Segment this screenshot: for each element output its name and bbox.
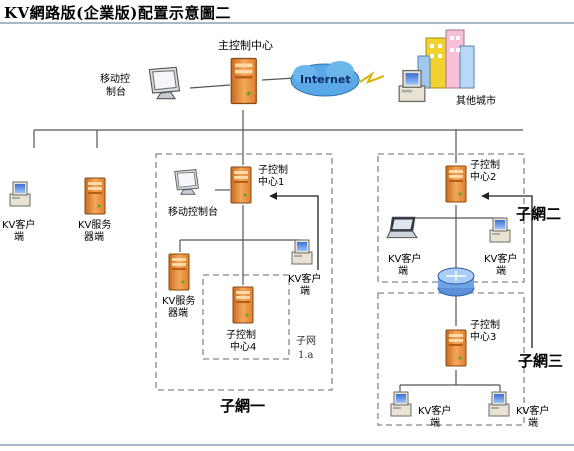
sub1-client-label-1: KV客户 [288, 274, 322, 285]
other-city-client-icon [398, 69, 426, 103]
title-underline [0, 22, 574, 24]
left-server-label-2: 器端 [84, 232, 104, 243]
mobile-console-top-label-2: 制台 [106, 87, 126, 98]
wireless-link-icon [359, 71, 385, 84]
mobile-console-top-icon [148, 66, 181, 100]
sub3-client-b-label-2: 端 [528, 418, 538, 429]
sub3-client-b-label-1: KV客户 [516, 406, 550, 417]
subnet-2-box [377, 153, 525, 283]
subnet-1-box [155, 153, 333, 391]
sub3-client-a-label-1: KV客户 [418, 406, 452, 417]
sub1-center-server-icon [230, 166, 252, 204]
internet-label: Internet [300, 73, 351, 86]
diagram-title: KV網路版(企業版)配置示意圖二 [4, 4, 231, 22]
mobile-console-top-label-1: 移动控 [100, 74, 130, 85]
sub1-server-label-1: KV服务 [162, 296, 196, 307]
left-server-icon [84, 177, 106, 215]
left-client-label-2: 端 [14, 232, 24, 243]
internet-cloud-icon [290, 61, 360, 97]
sub2-laptop-icon [386, 216, 418, 239]
left-client-label-1: KV客户 [2, 220, 36, 231]
sub4-center-label-1: 子控制 [226, 330, 256, 341]
subnet-1a-box [202, 274, 290, 360]
sub2-client-b-label-2: 端 [496, 266, 506, 277]
sub1-center-label-2: 中心1 [258, 177, 285, 188]
sub1-server-label-2: 器端 [168, 308, 188, 319]
left-client-icon [9, 181, 31, 207]
sub3-client-a-icon [390, 391, 412, 417]
sub4-center-server-icon [232, 286, 254, 324]
sub1-client-icon [291, 239, 313, 265]
subnet-3-title: 子網三 [518, 352, 564, 370]
sub3-client-b-icon [488, 391, 510, 417]
city-buildings-icon [417, 29, 475, 89]
sub2-client-a-label-2: 端 [398, 266, 408, 277]
sub1-server-icon [168, 253, 190, 291]
sub1-center-label-1: 子控制 [258, 165, 288, 176]
sub3-center-server-icon [445, 329, 467, 367]
subnet-1a-label-1: 子网 [296, 336, 316, 347]
router-icon [437, 267, 475, 297]
sub2-center-label-1: 子控制 [470, 160, 500, 171]
subnet-2-title: 子網二 [516, 205, 562, 223]
sub2-center-label-2: 中心2 [470, 172, 497, 183]
sub3-center-label-2: 中心3 [470, 332, 497, 343]
main-center-server-icon [230, 57, 257, 105]
sub3-center-label-1: 子控制 [470, 320, 500, 331]
sub1-mobile-console-icon [174, 169, 199, 195]
sub1-client-label-2: 端 [300, 286, 310, 297]
left-server-label-1: KV服务 [78, 220, 112, 231]
subnet-1-title: 子網一 [220, 397, 266, 415]
sub2-client-a-label-1: KV客户 [388, 254, 422, 265]
bottom-rule [0, 444, 574, 446]
other-city-label: 其他城市 [456, 96, 496, 107]
subnet-1a-label-2: 1.a [298, 350, 314, 361]
sub3-client-a-label-2: 端 [430, 418, 440, 429]
sub1-mobile-label: 移动控制台 [168, 207, 218, 218]
sub2-center-server-icon [445, 165, 467, 203]
sub2-client-b-label-1: KV客户 [484, 254, 518, 265]
sub2-client-b-icon [489, 217, 511, 243]
sub4-center-label-2: 中心4 [230, 342, 257, 353]
main-center-label: 主控制中心 [218, 39, 273, 52]
